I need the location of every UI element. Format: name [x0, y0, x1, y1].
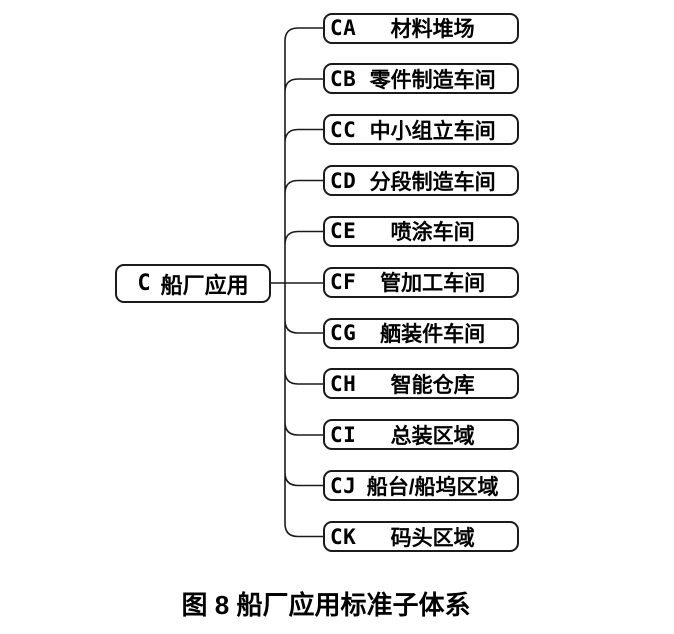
branch-node-code: CG [330, 321, 357, 346]
root-node-code: C [137, 271, 151, 296]
branch-node: CB 零件制造车间 [323, 63, 519, 95]
branch-node-label: 喷涂车间 [390, 221, 475, 245]
branch-node: CH 智能仓库 [323, 368, 519, 400]
branch-node: CC 中小组立车间 [323, 114, 519, 146]
branch-node: CE 喷涂车间 [323, 215, 519, 247]
branch-node: CA 材料堆场 [323, 12, 519, 44]
branch-node-label: 管加工车间 [380, 272, 486, 296]
branch-node-code: CK [330, 524, 357, 549]
root-node-label: 船厂应用 [160, 272, 249, 298]
branch-node-label: 中小组立车间 [369, 119, 496, 143]
figure-caption: 图 8 船厂应用标准子体系 [181, 590, 471, 620]
branch-node: CD 分段制造车间 [323, 165, 519, 197]
branch-node-code: CE [330, 219, 357, 244]
branch-node: CK 码头区域 [323, 521, 519, 552]
branch-node-label: 船台/船坞区域 [366, 475, 499, 499]
branch-node-code: CB [330, 66, 357, 91]
branch-node-code: CI [330, 422, 357, 447]
branch-node-label: 总装区域 [390, 424, 475, 448]
branch-node-label: 材料堆场 [390, 18, 475, 41]
tree-connector-path [271, 27, 323, 538]
branch-node-code: CJ [330, 473, 357, 498]
branch-node-code: CC [330, 117, 357, 142]
branch-node-label: 智能仓库 [390, 373, 475, 397]
branch-node-code: CH [330, 371, 357, 396]
branch-node-code: CF [330, 270, 357, 295]
branch-node-label: 分段制造车间 [369, 170, 496, 194]
branch-node-label: 舾装件车间 [380, 323, 486, 347]
branch-node: CF 管加工车间 [323, 266, 519, 298]
branch-node-code: CD [330, 168, 357, 193]
root-node: C 船厂应用 [115, 264, 271, 303]
branch-node: CG 舾装件车间 [323, 317, 519, 349]
branch-node: CI 总装区域 [323, 419, 519, 451]
branch-node-label: 零件制造车间 [369, 68, 496, 92]
branch-node-label: 码头区域 [390, 526, 475, 550]
branch-node-code: CA [330, 16, 357, 40]
branch-node: CJ 船台/船坞区域 [323, 470, 519, 502]
